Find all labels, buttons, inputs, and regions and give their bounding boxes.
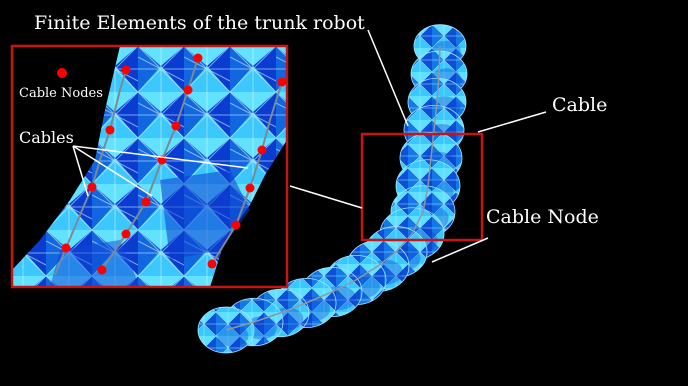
cable-node-label: Cable Node: [486, 208, 599, 227]
inset-cable-node: [142, 198, 151, 207]
inset-cable-node: [62, 244, 71, 253]
inset-cable-nodes-label: Cable Nodes: [19, 87, 103, 100]
cable-node-legend-dot: [57, 68, 67, 78]
inset-cable-node: [258, 146, 267, 155]
inset-cable-node: [122, 66, 131, 75]
inset-magnified-view: [12, 46, 287, 287]
inset-cable-node: [122, 230, 131, 239]
cable-pointer-line: [478, 112, 546, 132]
inset-cable-node: [98, 266, 107, 275]
inset-cable-node: [106, 126, 115, 135]
inset-cable-node: [208, 260, 217, 269]
inset-connector-line: [290, 186, 362, 208]
figure-title: Finite Elements of the trunk robot: [34, 14, 365, 33]
inset-cable-node: [278, 78, 287, 87]
inset-cable-node: [246, 184, 255, 193]
cable-label: Cable: [552, 96, 607, 115]
inset-cable-node: [88, 183, 97, 192]
inset-cable-node: [194, 54, 203, 63]
title-pointer-line: [368, 30, 408, 126]
inset-cables-label: Cables: [19, 130, 74, 146]
inset-cable-node: [184, 86, 193, 95]
inset-cable-node: [232, 221, 241, 230]
inset-cable-node: [172, 122, 181, 131]
